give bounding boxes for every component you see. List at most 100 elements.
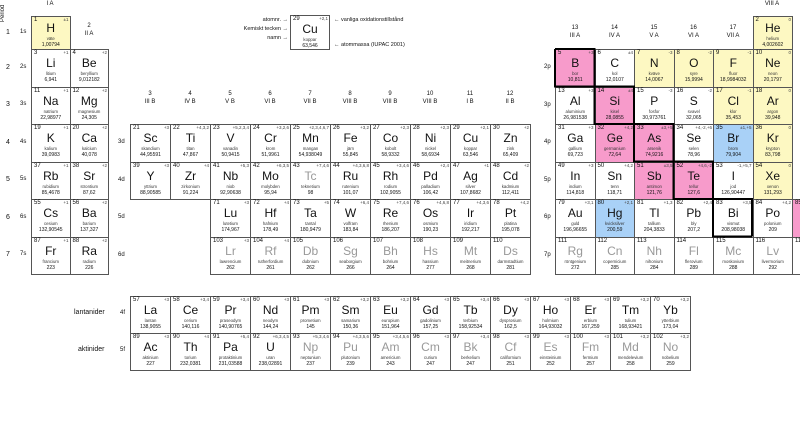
element-sc[interactable]: 21 +3 Sc skandium 44,95591 (130, 124, 171, 163)
element-al[interactable]: 13 +3 Al aluminium 26,981538 (555, 86, 596, 125)
element-no[interactable]: 102 +3,2 No nobelium 259 (650, 333, 691, 371)
element-ti[interactable]: 22 +4,3,2 Ti titan 47,867 (170, 124, 211, 163)
element-bh[interactable]: 107 Bh bohrium 264 (370, 236, 411, 275)
element-c[interactable]: 6 ±4 C kol 12,0107 (594, 49, 635, 88)
element-fr[interactable]: 87 +1 Fr francium 223 (31, 236, 71, 275)
element-ho[interactable]: 67 +3 Ho holmium 164,93032 (530, 296, 571, 334)
element-mc[interactable]: 115 Mc moskovium 288 (713, 236, 754, 275)
element-w[interactable]: 74 +6,4 W volfram 183,84 (330, 199, 371, 238)
element-os[interactable]: 76 +4,6,8 Os osmium 190,23 (410, 199, 451, 238)
element-tl[interactable]: 81 +1,3 Tl tallium 204,3833 (634, 199, 675, 238)
element-sr[interactable]: 38 +2 Sr strontium 87,62 (69, 161, 109, 200)
element-np[interactable]: 93 +5,3,4,6 Np neptunium 237 (290, 333, 331, 371)
element-rb[interactable]: 37 +1 Rb rubidium 85,4678 (31, 161, 71, 200)
element-ta[interactable]: 73 +5 Ta tantal 180,9479 (290, 199, 331, 238)
element-co[interactable]: 27 +2,3 Co kobolt 58,9332 (370, 124, 411, 163)
element-si[interactable]: 14 ±4 Si kisel 28,0855 (594, 86, 635, 125)
element-u[interactable]: 92 +6,3,4,5 U uran 238,02891 (250, 333, 291, 371)
element-pr[interactable]: 59 +3,4 Pr praseodym 140,90765 (210, 296, 251, 334)
element-o[interactable]: 8 -2 O syre 15,9994 (673, 49, 714, 88)
element-xe[interactable]: 54 0 Xe xenon 131,293 (752, 161, 793, 200)
element-pt[interactable]: 78 +4,2 Pt platina 195,078 (490, 199, 531, 238)
element-cs[interactable]: 55 +1 Cs cesium 132,90545 (31, 199, 71, 238)
element-li[interactable]: 3 +1 Li litium 6,941 (31, 49, 71, 88)
element-sm[interactable]: 62 +3,2 Sm samarium 150,36 (330, 296, 371, 334)
element-pa[interactable]: 91 +5,4 Pa protaktinium 231,03588 (210, 333, 251, 371)
element-sg[interactable]: 106 Sg seaborgium 266 (330, 236, 371, 275)
element-tc[interactable]: 43 +7,4,6 Tc teknetium 98 (290, 161, 331, 200)
element-lr[interactable]: 103 +3 Lr lawrencium 262 (210, 236, 251, 275)
element-cr[interactable]: 24 +3,2,6 Cr krom 51,9961 (250, 124, 291, 163)
element-es[interactable]: 99 +3 Es einsteinium 252 (530, 333, 571, 371)
element-ne[interactable]: 10 0 Ne neon 20,1797 (752, 49, 793, 88)
element-eu[interactable]: 63 +3,2 Eu europium 151,964 (370, 296, 411, 334)
element-k[interactable]: 19 +1 K kalium 39,0983 (31, 124, 71, 163)
element-cm[interactable]: 96 +3 Cm curium 247 (410, 333, 451, 371)
element-yb[interactable]: 70 +3,2 Yb ytterbium 173,04 (650, 296, 691, 334)
element-sn[interactable]: 50 +4,2 Sn tenn 118,71 (594, 161, 635, 200)
element-re[interactable]: 75 +7,4,6 Re rhenium 186,207 (370, 199, 411, 238)
element-tb[interactable]: 65 +3,4 Tb terbium 158,92534 (450, 296, 491, 334)
element-na[interactable]: 11 +1 Na natrium 22,98977 (31, 86, 71, 125)
element-in[interactable]: 49 +3 In indium 114,818 (555, 161, 596, 200)
element-la[interactable]: 57 +3 La lantan 138,9055 (130, 296, 171, 334)
element-h[interactable]: 1 ±1 H väte 1,00794 (31, 16, 71, 50)
element-se[interactable]: 34 +4,-2,+6 Se selen 78,96 (673, 124, 714, 163)
element-au[interactable]: 79 +3,1 Au guld 196,96655 (555, 199, 596, 238)
element-f[interactable]: 9 -1 F fluor 18,9984032 (713, 49, 754, 88)
element-ra[interactable]: 88 +2 Ra radium 226 (69, 236, 109, 275)
element-kr[interactable]: 36 0 Kr krypton 83,798 (752, 124, 793, 163)
element-zr[interactable]: 40 +4 Zr zirkonium 91,224 (170, 161, 211, 200)
element-cf[interactable]: 98 +3 Cf californium 251 (490, 333, 531, 371)
element-nd[interactable]: 60 +3 Nd neodym 144,24 (250, 296, 291, 334)
element-er[interactable]: 68 +3 Er erbium 167,259 (570, 296, 611, 334)
element-cn[interactable]: 112 Cn copernicium 285 (594, 236, 635, 275)
element-b[interactable]: 5 +3 B bor 10,811 (555, 49, 596, 88)
element-pm[interactable]: 61 +3 Pm prometium 145 (290, 296, 331, 334)
element-ir[interactable]: 77 +4,3,6 Ir iridium 192,217 (450, 199, 491, 238)
element-ca[interactable]: 20 +2 Ca kalcium 40,078 (69, 124, 109, 163)
element-ce[interactable]: 58 +3,4 Ce cerium 140,116 (170, 296, 211, 334)
element-ts[interactable]: 117 Ts tenness 294 (792, 236, 800, 275)
element-cd[interactable]: 48 +2 Cd kadmium 112,411 (490, 161, 531, 200)
element-mo[interactable]: 42 +6,3,5 Mo molybden 95,94 (250, 161, 291, 200)
element-ru[interactable]: 44 +4,3,6,8 Ru rutenium 101,07 (330, 161, 371, 200)
element-db[interactable]: 105 Db dubnium 262 (290, 236, 331, 275)
element-hg[interactable]: 80 +2,1 Hg kvicksilver 200,59 (594, 199, 635, 238)
element-fm[interactable]: 100 +3 Fm fermium 257 (570, 333, 611, 371)
element-ds[interactable]: 110 Ds darmstadtium 281 (490, 236, 531, 275)
element-n[interactable]: 7 -3 N kväve 14,0067 (634, 49, 675, 88)
element-dy[interactable]: 66 +3 Dy dysprosium 162,5 (490, 296, 531, 334)
element-am[interactable]: 95 +3,4,5,6 Am americium 243 (370, 333, 411, 371)
element-fe[interactable]: 26 +3,2 Fe järn 55,845 (330, 124, 371, 163)
element-v[interactable]: 23 +5,2,3,4 V vanadin 50,9415 (210, 124, 251, 163)
element-he[interactable]: 2 0 He helium 4,002602 (752, 16, 793, 50)
element-nb[interactable]: 41 +5,3 Nb niob 92,90638 (210, 161, 251, 200)
element-be[interactable]: 4 +2 Be beryllium 9,012182 (69, 49, 109, 88)
element-lv[interactable]: 116 Lv livermorium 292 (752, 236, 793, 275)
element-pb[interactable]: 82 +2,4 Pb bly 207,2 (673, 199, 714, 238)
element-mt[interactable]: 109 Mt meitnerium 268 (450, 236, 491, 275)
element-te[interactable]: 52 +4,6,-2 Te tellur 127,6 (673, 161, 714, 200)
element-br[interactable]: 35 ±1,+5 Br brom 79,904 (713, 124, 754, 163)
element-th[interactable]: 90 +4 Th torium 232,0381 (170, 333, 211, 371)
element-hs[interactable]: 108 Hs hassium 277 (410, 236, 451, 275)
element-lu[interactable]: 71 +3 Lu lutetium 174,967 (210, 199, 251, 238)
element-tm[interactable]: 69 +3,2 Tm tulium 168,93421 (610, 296, 651, 334)
element-pu[interactable]: 94 +4,3,5,6 Pu plutonium 239 (330, 333, 371, 371)
element-cu[interactable]: 29 +2,1 Cu koppar 63,546 (450, 124, 491, 163)
element-hf[interactable]: 72 +4 Hf hafnium 178,49 (250, 199, 291, 238)
element-gd[interactable]: 64 +3 Gd gadolinium 157,25 (410, 296, 451, 334)
element-rf[interactable]: 104 +4 Rf rutherfordium 261 (250, 236, 291, 275)
element-i[interactable]: 53 -1,+5,7 I jod 126,90447 (713, 161, 754, 200)
element-s[interactable]: 16 -2 S svavel 32,065 (673, 86, 714, 125)
element-sb[interactable]: 51 ±3,5 Sb antimon 121,76 (634, 161, 675, 200)
element-ar[interactable]: 18 0 Ar argon 39,948 (752, 86, 793, 125)
element-fl[interactable]: 114 Fl flerovium 289 (673, 236, 714, 275)
element-nh[interactable]: 113 Nh nihonium 284 (634, 236, 675, 275)
element-ga[interactable]: 31 +3 Ga gallium 69,723 (555, 124, 596, 163)
element-at[interactable]: 85 ±1,3,5,7 At astat 210 (792, 199, 800, 238)
element-ag[interactable]: 47 +1 Ag silver 107,8682 (450, 161, 491, 200)
element-bk[interactable]: 97 +3,4 Bk berkelium 247 (450, 333, 491, 371)
element-mg[interactable]: 12 +2 Mg magnesium 24,305 (69, 86, 109, 125)
